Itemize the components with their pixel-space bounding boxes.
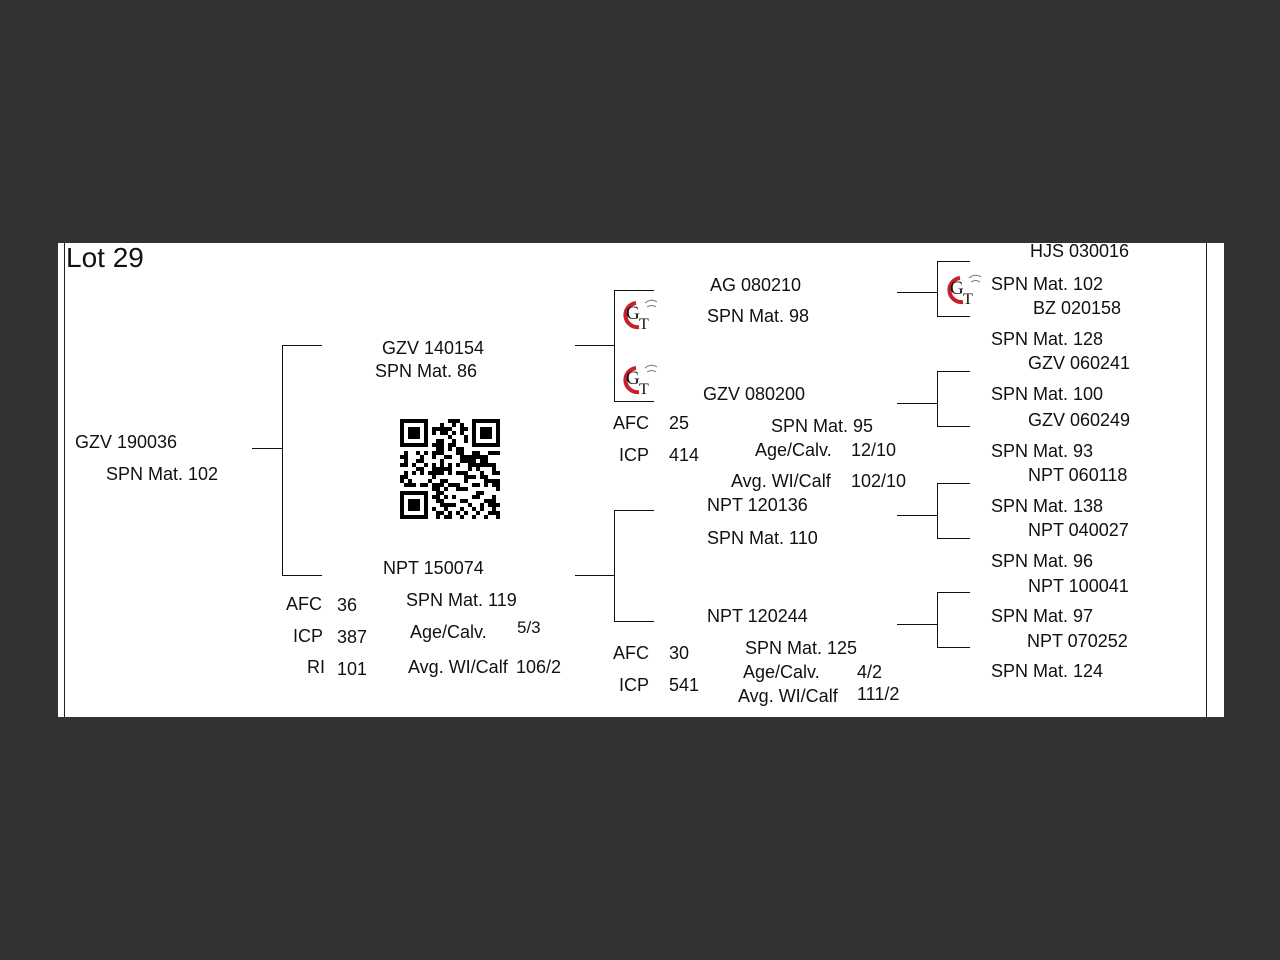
connector-line bbox=[937, 316, 970, 317]
dam-ri-value: 101 bbox=[337, 659, 368, 679]
dam-wi-value: 106/2 bbox=[516, 657, 562, 677]
dams-dam-icp-label: ICP bbox=[619, 675, 650, 695]
connector-line bbox=[282, 575, 322, 576]
dams-dam-wi-label: Avg. WI/Calf bbox=[738, 686, 838, 706]
sires-dam-wi-label: Avg. WI/Calf bbox=[731, 471, 831, 491]
connector-line bbox=[282, 345, 283, 576]
gen4-mat: SPN Mat. 102 bbox=[991, 274, 1104, 294]
dam-age-label: Age/Calv. bbox=[410, 622, 487, 642]
dams-dam-age-label: Age/Calv. bbox=[743, 662, 820, 682]
qr-code bbox=[400, 419, 500, 519]
sires-dam-afc-value: 25 bbox=[669, 413, 690, 433]
dams-sire-mat: SPN Mat. 110 bbox=[707, 528, 818, 548]
dams-dam-icp-value: 541 bbox=[669, 675, 700, 695]
connector-line bbox=[252, 448, 282, 449]
sires-dam-wi-value: 102/10 bbox=[851, 471, 907, 491]
sires-dam-age-label: Age/Calv. bbox=[755, 440, 832, 460]
connector-line bbox=[937, 261, 970, 262]
connector-line bbox=[937, 261, 938, 317]
dams-dam-age-value: 4/2 bbox=[857, 662, 883, 682]
dams-dam-wi-value: 111/2 bbox=[857, 684, 900, 704]
connector-line bbox=[897, 515, 937, 516]
connector-line bbox=[937, 483, 970, 484]
gen4-mat: SPN Mat. 93 bbox=[991, 441, 1094, 461]
gen4-id: NPT 070252 bbox=[1027, 631, 1128, 651]
sires-dam-afc-label: AFC bbox=[613, 413, 649, 433]
gen4-mat: SPN Mat. 138 bbox=[991, 496, 1104, 516]
connector-line bbox=[614, 510, 615, 622]
svg-text:G: G bbox=[626, 368, 640, 389]
sheet-right-border bbox=[1206, 243, 1207, 717]
sires-sire-id: AG 080210 bbox=[710, 275, 802, 295]
gen4-id: BZ 020158 bbox=[1033, 298, 1122, 318]
sires-dam-id: GZV 080200 bbox=[703, 384, 806, 404]
gen4-id: GZV 060249 bbox=[1028, 410, 1131, 430]
svg-text:G: G bbox=[626, 303, 640, 324]
lot-title: Lot 29 bbox=[66, 242, 144, 273]
gt-breeder-logo-icon: G T bbox=[947, 274, 982, 308]
connector-line bbox=[937, 592, 938, 648]
dam-wi-label: Avg. WI/Calf bbox=[408, 657, 508, 677]
sires-dam-age-value: 12/10 bbox=[851, 440, 897, 460]
subject-mat: SPN Mat. 102 bbox=[106, 464, 219, 484]
svg-text:G: G bbox=[950, 278, 964, 299]
connector-line bbox=[897, 403, 937, 404]
sire-id: GZV 140154 bbox=[382, 338, 485, 358]
gt-breeder-logo-icon: G T bbox=[623, 364, 658, 398]
connector-line bbox=[575, 575, 614, 576]
gt-breeder-logo-icon: G T bbox=[623, 299, 658, 333]
connector-line bbox=[937, 371, 938, 427]
connector-line bbox=[937, 647, 970, 648]
svg-text:T: T bbox=[963, 291, 973, 308]
connector-line bbox=[937, 371, 970, 372]
connector-line bbox=[575, 345, 614, 346]
dams-dam-id: NPT 120244 bbox=[707, 606, 808, 626]
connector-line bbox=[614, 621, 654, 622]
connector-line bbox=[282, 345, 322, 346]
connector-line bbox=[937, 426, 970, 427]
gen4-id: GZV 060241 bbox=[1028, 353, 1131, 373]
dam-icp-value: 387 bbox=[337, 627, 368, 647]
connector-line bbox=[614, 290, 615, 402]
dam-afc-label: AFC bbox=[286, 594, 322, 614]
connector-line bbox=[614, 510, 654, 511]
pedigree-sheet: Lot 29 GZV 190036 SPN Mat. 102 GZV 14015… bbox=[58, 241, 1224, 717]
gen4-mat: SPN Mat. 128 bbox=[991, 329, 1104, 349]
sires-sire-mat: SPN Mat. 98 bbox=[707, 306, 810, 326]
gen4-id: NPT 040027 bbox=[1028, 520, 1129, 540]
sires-dam-icp-value: 414 bbox=[669, 445, 700, 465]
connector-line bbox=[897, 292, 937, 293]
dams-dam-mat: SPN Mat. 125 bbox=[745, 638, 858, 658]
dam-afc-value: 36 bbox=[337, 595, 358, 615]
connector-line bbox=[897, 624, 937, 625]
gen4-id: NPT 060118 bbox=[1028, 465, 1128, 485]
dam-id: NPT 150074 bbox=[383, 558, 484, 578]
gen4-id: NPT 100041 bbox=[1028, 576, 1129, 596]
sire-mat: SPN Mat. 86 bbox=[375, 361, 478, 381]
gen4-mat: SPN Mat. 97 bbox=[991, 606, 1094, 626]
svg-text:T: T bbox=[639, 316, 649, 333]
dam-icp-label: ICP bbox=[293, 626, 324, 646]
connector-line bbox=[937, 483, 938, 539]
dams-dam-afc-value: 30 bbox=[669, 643, 690, 663]
sires-dam-icp-label: ICP bbox=[619, 445, 650, 465]
gen4-mat: SPN Mat. 124 bbox=[991, 661, 1104, 681]
dam-mat: SPN Mat. 119 bbox=[406, 590, 517, 610]
connector-line bbox=[937, 592, 970, 593]
connector-line bbox=[614, 290, 654, 291]
connector-line bbox=[614, 401, 654, 402]
dam-age-value: 5/3 bbox=[517, 618, 541, 637]
dams-sire-id: NPT 120136 bbox=[707, 495, 808, 515]
svg-text:T: T bbox=[639, 381, 649, 398]
sheet-left-border bbox=[64, 243, 65, 717]
dams-dam-afc-label: AFC bbox=[613, 643, 649, 663]
connector-line bbox=[937, 538, 970, 539]
sires-dam-mat: SPN Mat. 95 bbox=[771, 416, 874, 436]
gen4-mat: SPN Mat. 96 bbox=[991, 551, 1094, 571]
gen4-mat: SPN Mat. 100 bbox=[991, 384, 1104, 404]
subject-id: GZV 190036 bbox=[75, 432, 178, 452]
dam-ri-label: RI bbox=[307, 657, 325, 677]
gen4-id: HJS 030016 bbox=[1030, 241, 1130, 261]
